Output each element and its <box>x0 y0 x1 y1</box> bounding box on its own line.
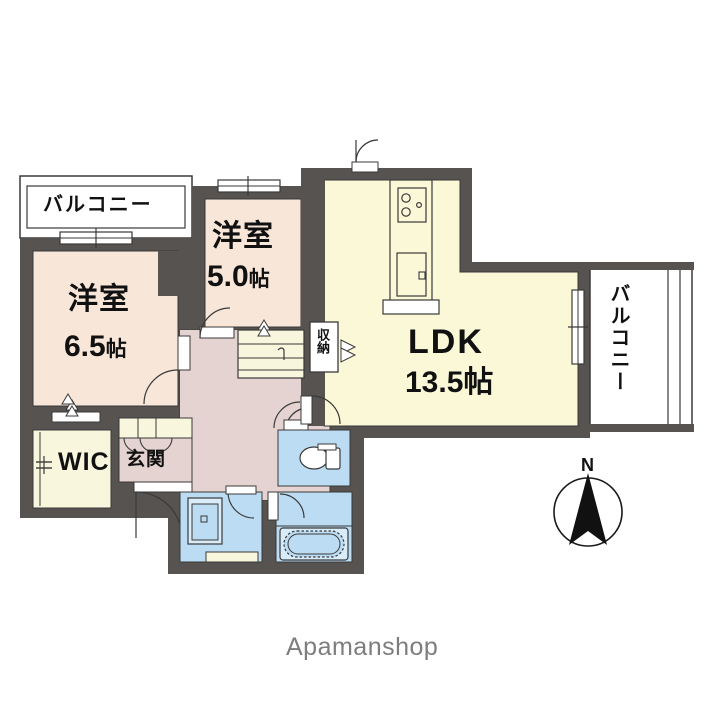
bedroom-5-0-size-value: 5.0 <box>207 260 249 293</box>
room-bedroom-6-5 <box>32 250 180 407</box>
stove-icon <box>397 187 427 223</box>
bedroom-6-5-size: 6.5帖 <box>64 332 127 362</box>
ldk-size-unit: 帖 <box>463 366 494 399</box>
room-bathroom <box>267 491 353 563</box>
sink-icon <box>396 252 427 297</box>
balcony-top-area <box>19 175 193 239</box>
room-wic <box>32 429 112 509</box>
ldk-size-value: 13.5 <box>405 366 464 399</box>
bedroom-6-5-name: 洋室 <box>68 283 130 316</box>
wall-ldk-left <box>301 168 325 426</box>
wic-label: WIC <box>58 448 110 476</box>
room-toilet <box>277 407 351 487</box>
toilet-icon <box>299 443 341 470</box>
bedroom-5-0-name: 洋室 <box>212 220 274 253</box>
watermark-apamanshop: Apamanshop <box>286 633 439 661</box>
entrance-label: 玄関 <box>126 449 167 470</box>
bathtub-icon <box>279 527 349 561</box>
compass-north-label: N <box>581 455 594 475</box>
closet-shelves <box>237 319 305 379</box>
storage-label: 収納 <box>315 328 330 354</box>
balcony-right-area <box>584 262 694 432</box>
room-bedroom-5-0 <box>204 198 302 328</box>
bedroom-5-0-size-unit: 帖 <box>248 268 270 291</box>
kitchen-counter <box>382 179 440 315</box>
bedroom-6-5-size-value: 6.5 <box>64 330 106 363</box>
bedroom-6-5-size-unit: 帖 <box>105 338 127 361</box>
bedroom-5-0-size: 5.0帖 <box>207 262 270 292</box>
vanity-icon <box>187 497 223 545</box>
room-washroom <box>179 485 263 563</box>
balcony-right-label: バルコニー <box>607 283 629 393</box>
room-entrance <box>118 417 193 539</box>
ldk-name: LDK <box>408 323 484 361</box>
storage-closet <box>309 321 357 373</box>
ldk-size: 13.5帖 <box>405 368 493 398</box>
doors-and-openings <box>51 139 588 429</box>
compass-rose <box>553 473 623 547</box>
balcony-top-label: バルコニー <box>43 194 153 216</box>
